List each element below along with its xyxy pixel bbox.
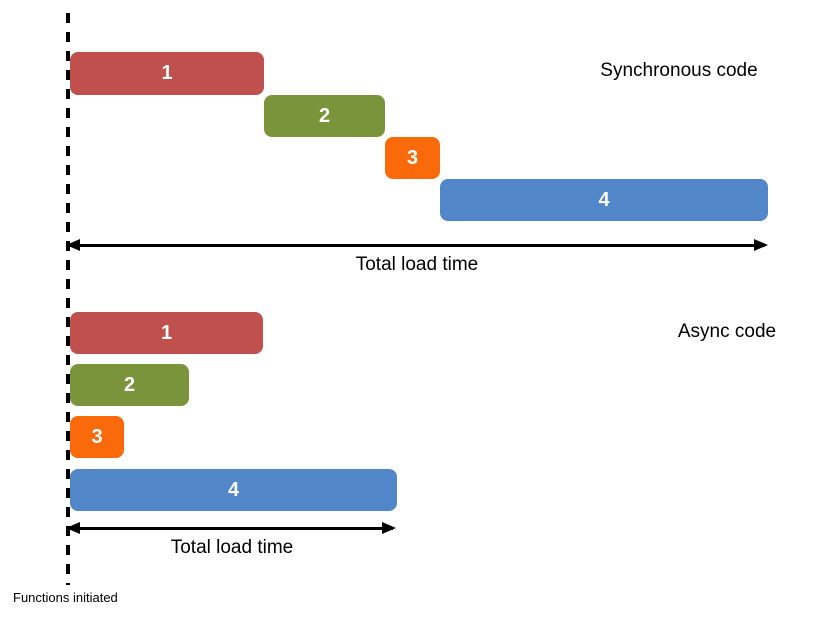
- arrow-right-head: [382, 522, 396, 534]
- bar-sync-2: 2: [264, 95, 385, 137]
- functions-initiated-label: Functions initiated: [13, 590, 118, 605]
- arrow-right-head: [754, 239, 768, 251]
- bar-sync-3: 3: [385, 137, 440, 179]
- async-code-label: Async code: [677, 321, 777, 342]
- bar-async-4: 4: [70, 469, 397, 511]
- arrow-shaft: [69, 244, 765, 247]
- bar-sync-4: 4: [440, 179, 768, 221]
- functions-initiated-line: [66, 13, 70, 585]
- bar-async-1: 1: [70, 312, 263, 354]
- arrow-shaft: [69, 527, 393, 530]
- async-total-load-time-label: Total load time: [170, 537, 294, 558]
- synchronous-code-label: Synchronous code: [600, 60, 758, 81]
- sync-total-load-time-label: Total load time: [355, 254, 479, 275]
- bar-async-2: 2: [70, 364, 189, 406]
- sync-total-load-arrow: [66, 239, 768, 252]
- async-total-load-arrow: [66, 522, 396, 535]
- bar-sync-1: 1: [70, 52, 264, 95]
- bar-async-3: 3: [70, 416, 124, 458]
